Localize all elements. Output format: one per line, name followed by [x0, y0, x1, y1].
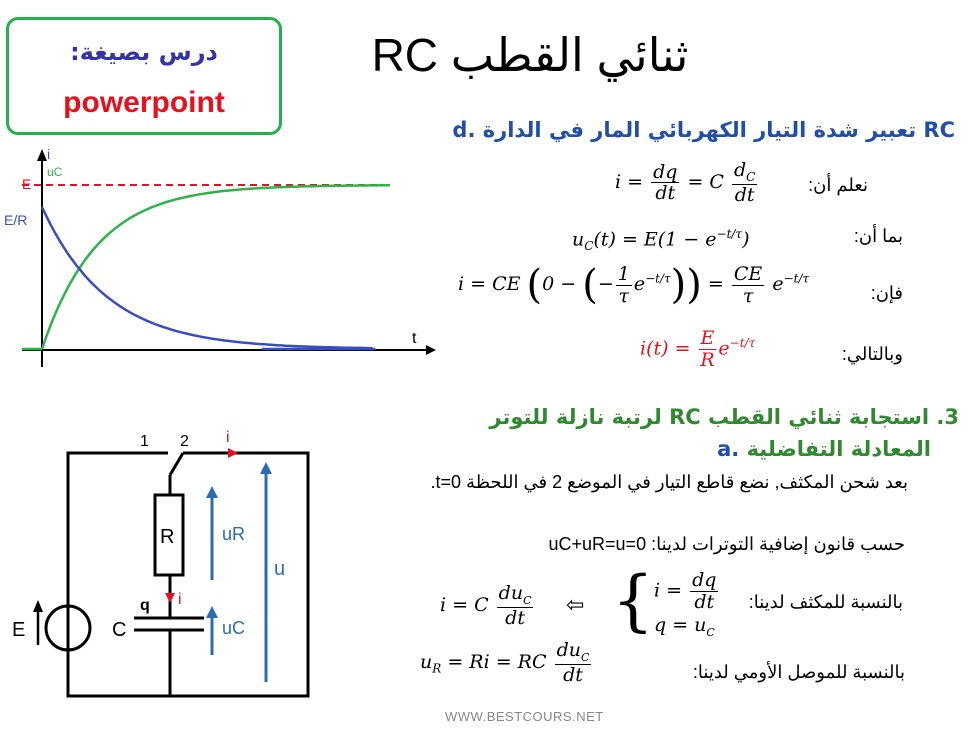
lesson-badge: درس بصيغة: powerpoint [6, 17, 282, 135]
eq2-label: بما أن: [853, 226, 903, 246]
page-title: ثنائي القطب RC [371, 29, 689, 81]
capacitor-label: بالنسبة للمكثف لدينا: [748, 592, 903, 612]
source-arrowhead-icon [33, 600, 43, 612]
top-current-arrow-icon [228, 448, 238, 458]
graph-label-e-over-r: E/R [4, 212, 27, 228]
uc-curve [40, 184, 390, 350]
label-uc: uC [222, 618, 245, 638]
switch-pos-2: 2 [180, 433, 189, 450]
section-3-marker: 3. [936, 405, 959, 429]
label-q: q [140, 597, 150, 614]
section-3-title: استجابة ثنائي القطب RC لرتبة نازلة للتوت… [489, 405, 930, 429]
graph-label-e: E [22, 176, 31, 192]
site-footer: WWW.BESTCOURS.NET [445, 709, 604, 724]
resistor-label: بالنسبة للموصل الأومي لدينا: [692, 662, 905, 682]
label-i-top: i [226, 429, 230, 446]
kvl-label: حسب قانون إضافية التوترات لدينا: [651, 534, 905, 554]
charge-discharge-graph: i uC E E/R t [4, 146, 436, 367]
x-axis-arrow-icon [426, 345, 436, 355]
ur-arrow-icon [206, 486, 218, 498]
eq1-label: نعلم أن: [808, 175, 868, 195]
i-curve [40, 206, 373, 350]
section-d-heading: d. تعبير شدة التيار الكهربائي المار في ا… [452, 118, 955, 142]
circuit-outer-wire [66, 451, 310, 698]
section-a-marker: a. [717, 437, 740, 461]
section-a-title: المعادلة التفاضلية [746, 437, 931, 461]
uc-arrow-icon [206, 606, 218, 618]
graph-label-uc: uC [47, 165, 63, 179]
graph-label-t: t [412, 330, 417, 347]
implies-arrow-icon: ⇦ [566, 593, 585, 618]
eq3-label: فإن: [870, 283, 903, 303]
section-a-heading: a. المعادلة التفاضلية [717, 437, 931, 461]
section-3-heading: 3. استجابة ثنائي القطب RC لرتبة نازلة لل… [489, 405, 959, 429]
eq4-label: وبالتالي: [841, 344, 903, 364]
graph-label-i: i [47, 146, 50, 162]
intro-paragraph: بعد شحن المكثف, نضع قاطع التيار في الموض… [430, 472, 909, 492]
switch-pos-1: 1 [140, 433, 149, 450]
badge-format: powerpoint [63, 86, 225, 119]
label-ur: uR [222, 524, 245, 544]
label-u: u [274, 558, 285, 580]
label-r: R [160, 526, 174, 548]
label-i-mid: i [178, 591, 182, 608]
kvl-line: حسب قانون إضافية التوترات لدينا: uC+uR=u… [549, 534, 906, 555]
mid-current-arrow-icon [165, 593, 175, 603]
u-arrow-icon [260, 462, 272, 474]
switch-blade [168, 452, 185, 476]
label-e: E [12, 619, 25, 641]
section-d-title: تعبير شدة التيار الكهربائي المار في الدا… [482, 118, 955, 142]
label-c: C [112, 619, 126, 641]
kvl-expr: uC+uR=u=0 [548, 534, 647, 554]
y-axis-arrow-icon [37, 149, 47, 161]
rc-circuit-diagram: 1 2 i R uR u q i C uC E [12, 429, 310, 698]
eq2-formula: uC(t) = E(1 − e−t/τ) [572, 227, 750, 254]
badge-caption: درس بصيغة: [70, 38, 218, 66]
section-d-marker: d. [452, 118, 476, 142]
